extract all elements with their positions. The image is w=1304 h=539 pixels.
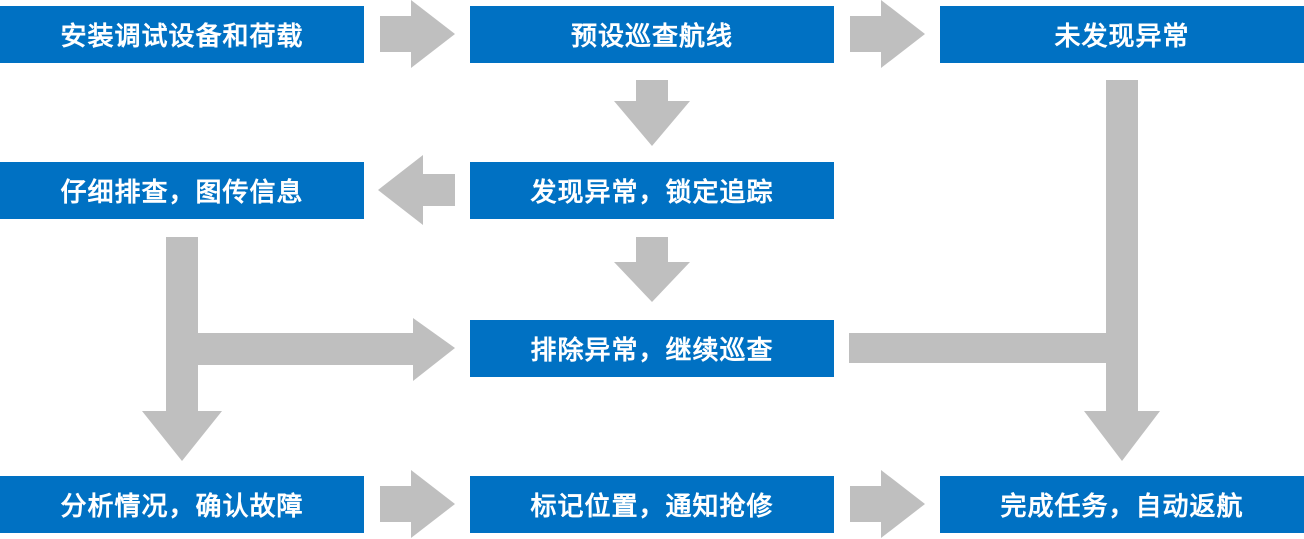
step-found-anomaly: 发现异常，锁定追踪: [470, 162, 834, 219]
arrow-found-to-inspect: [378, 155, 455, 225]
step-preset-route: 预设巡查航线: [470, 6, 834, 63]
step-no-anomaly: 未发现异常: [940, 6, 1304, 63]
step-inspect-detail: 仔细排查，图传信息: [0, 162, 364, 219]
arrow-analyze-to-mark: [380, 470, 455, 538]
arrow-inspect-to-clear: [166, 237, 455, 381]
step-clear-anomaly: 排除异常，继续巡查: [470, 320, 834, 377]
step-install: 安装调试设备和荷载: [0, 6, 364, 63]
step-analyze: 分析情况，确认故障: [0, 476, 364, 533]
arrow-found-to-clear: [614, 237, 690, 302]
arrow-inspect-to-analyze: [142, 360, 222, 461]
arrow-mark-to-complete: [850, 470, 925, 538]
step-complete-return: 完成任务，自动返航: [940, 476, 1304, 533]
arrow-route-to-no-anomaly: [850, 0, 925, 68]
arrow-merge-to-complete: [849, 80, 1160, 461]
arrow-route-to-found-anomaly: [614, 80, 690, 146]
step-mark-location: 标记位置，通知抢修: [470, 476, 834, 533]
arrow-install-to-route: [380, 0, 455, 68]
